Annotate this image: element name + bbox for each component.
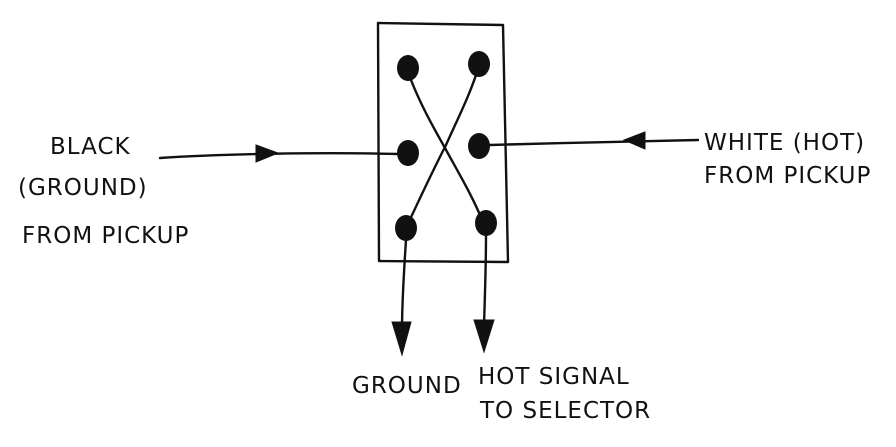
- white-label-line1: WHITE (HOT): [704, 130, 865, 156]
- hot-output-label-line2: TO SELECTOR: [479, 398, 651, 424]
- switch-body: [376, 21, 510, 264]
- black-label-line2: (GROUND): [18, 175, 148, 201]
- hot-output-arrow: [473, 319, 495, 354]
- lug-mid-right: [468, 133, 490, 159]
- hot-output-wire: [482, 233, 488, 327]
- lug-bottom-right: [475, 210, 497, 236]
- black-wire: [158, 152, 399, 160]
- lug-top-left: [397, 55, 419, 81]
- ground-output-wire: [400, 238, 408, 332]
- hot-output-label-line1: HOT SIGNAL: [478, 364, 630, 390]
- black-label-line1: BLACK: [50, 134, 131, 160]
- black-label-line3: FROM PICKUP: [22, 223, 189, 249]
- lug-top-right: [468, 51, 490, 77]
- black-wire-arrow: [255, 144, 280, 163]
- white-wire-arrow: [622, 131, 646, 150]
- cross-wire-2: [404, 64, 481, 230]
- lug-mid-left: [397, 140, 419, 166]
- white-label-line2: FROM PICKUP: [704, 163, 871, 189]
- lug-bottom-left: [395, 215, 417, 241]
- ground-output-label: GROUND: [352, 373, 462, 399]
- ground-output-arrow: [391, 321, 412, 357]
- white-wire: [488, 138, 700, 147]
